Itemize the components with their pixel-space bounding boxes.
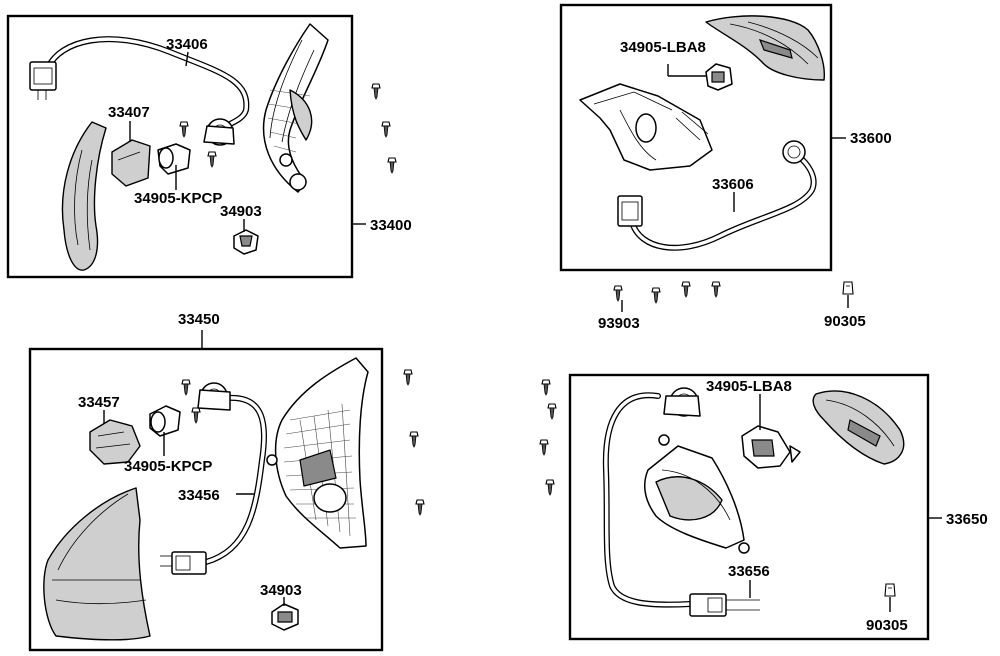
housing-33400 bbox=[262, 23, 329, 193]
screw-icon bbox=[387, 157, 397, 174]
label-34903-b: 34903 bbox=[260, 582, 302, 599]
label-33656: 33656 bbox=[728, 563, 770, 580]
screw-icon bbox=[613, 285, 623, 302]
screw-icon bbox=[651, 287, 661, 304]
clip-icon bbox=[884, 583, 896, 597]
assembly-33400: 33400 33406 33407 bbox=[6, 14, 412, 279]
wire-harness-33406 bbox=[29, 36, 250, 146]
label-34905-lba8-a: 34905-LBA8 bbox=[620, 39, 706, 56]
label-33406: 33406 bbox=[166, 36, 208, 53]
screw-icon bbox=[381, 121, 391, 138]
assembly-box-33650 bbox=[568, 373, 930, 641]
screw-icon bbox=[181, 379, 191, 396]
label-34905-kpcp-b: 34905-KPCP bbox=[124, 458, 212, 475]
bulb-34905-kpcp-a bbox=[157, 143, 191, 175]
screw-icon bbox=[207, 151, 217, 168]
lens-33450 bbox=[43, 487, 151, 641]
bulb-34903-a bbox=[233, 229, 259, 255]
wire-harness-33456 bbox=[160, 382, 268, 575]
clip-icon bbox=[842, 281, 854, 295]
label-33650: 33650 bbox=[946, 511, 988, 528]
screw-icon bbox=[179, 121, 189, 138]
screw-icon bbox=[403, 369, 413, 386]
bulb-34903-b bbox=[271, 603, 299, 631]
assembly-33650: 33650 33656 34905-LBA8 bbox=[568, 373, 988, 641]
label-33407: 33407 bbox=[108, 104, 150, 121]
wire-harness-33606 bbox=[617, 140, 817, 251]
housing-33600 bbox=[579, 83, 713, 171]
label-33600: 33600 bbox=[850, 130, 892, 147]
socket-cover-33457 bbox=[89, 419, 141, 465]
assembly-33600: 33600 34905-LBA8 bbox=[559, 3, 892, 272]
socket-cover-33407 bbox=[111, 139, 151, 187]
lens-33600 bbox=[705, 15, 825, 81]
housing-33450 bbox=[266, 357, 369, 549]
housing-33650 bbox=[643, 434, 750, 554]
label-34903-a: 34903 bbox=[220, 203, 262, 220]
label-90305-a: 90305 bbox=[824, 313, 866, 330]
screw-icon bbox=[547, 403, 557, 420]
wire-harness-33656 bbox=[602, 387, 760, 617]
leader-33406 bbox=[185, 51, 189, 67]
label-33457: 33457 bbox=[78, 394, 120, 411]
screw-icon bbox=[681, 281, 691, 298]
label-90305-b: 90305 bbox=[866, 617, 908, 634]
screw-icon bbox=[371, 83, 381, 100]
bulb-34905-lba8-a bbox=[705, 63, 733, 91]
screw-icon bbox=[191, 407, 201, 424]
label-34905-kpcp-a: 34905-KPCP bbox=[134, 190, 222, 207]
label-33450: 33450 bbox=[178, 311, 220, 328]
screw-icon bbox=[711, 281, 721, 298]
lens-33400 bbox=[61, 121, 107, 271]
assembly-box-33450 bbox=[28, 347, 384, 652]
label-33606: 33606 bbox=[712, 176, 754, 193]
label-33400: 33400 bbox=[370, 217, 412, 234]
assembly-33450: 33457 34905-KPCP 33456 bbox=[28, 347, 384, 652]
screw-icon bbox=[415, 499, 425, 516]
label-33456: 33456 bbox=[178, 487, 220, 504]
lens-33650 bbox=[812, 390, 905, 465]
label-93903: 93903 bbox=[598, 315, 640, 332]
bulb-34905-lba8-b bbox=[741, 425, 801, 469]
label-34905-lba8-b: 34905-LBA8 bbox=[706, 378, 792, 395]
screw-icon bbox=[409, 431, 419, 448]
screw-icon bbox=[541, 379, 551, 396]
screw-icon bbox=[539, 439, 549, 456]
bulb-34905-kpcp-b bbox=[149, 405, 181, 437]
screw-icon bbox=[545, 479, 555, 496]
assembly-box-33400 bbox=[6, 14, 354, 279]
